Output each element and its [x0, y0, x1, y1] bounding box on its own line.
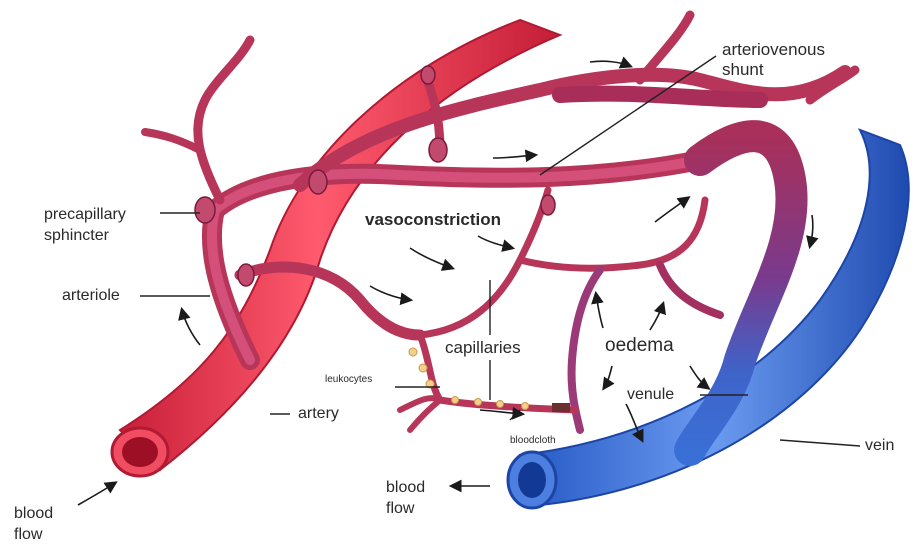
bloodcloth-mark [552, 403, 570, 412]
label-blood-flow-center-1: blood [386, 478, 425, 497]
vein [508, 130, 909, 508]
label-venule: venule [627, 385, 674, 404]
label-blood-flow-left-1: blood [14, 504, 53, 523]
label-vasoconstriction: vasoconstriction [365, 210, 501, 229]
label-leukocytes: leukocytes [325, 374, 372, 386]
label-oedema: oedema [605, 336, 674, 355]
label-sphincter: sphincter [44, 226, 109, 245]
label-shunt: shunt [722, 60, 764, 79]
label-arteriovenous: arteriovenous [722, 40, 825, 59]
label-precapillary: precapillary [44, 205, 126, 224]
label-blood-flow-left-2: flow [14, 525, 42, 544]
label-vein: vein [865, 436, 894, 455]
label-bloodcloth: bloodcloth [510, 435, 556, 447]
label-blood-flow-center-2: flow [386, 499, 414, 518]
label-arteriole: arteriole [62, 286, 120, 305]
label-artery: artery [298, 404, 339, 423]
label-capillaries: capillaries [445, 338, 521, 357]
